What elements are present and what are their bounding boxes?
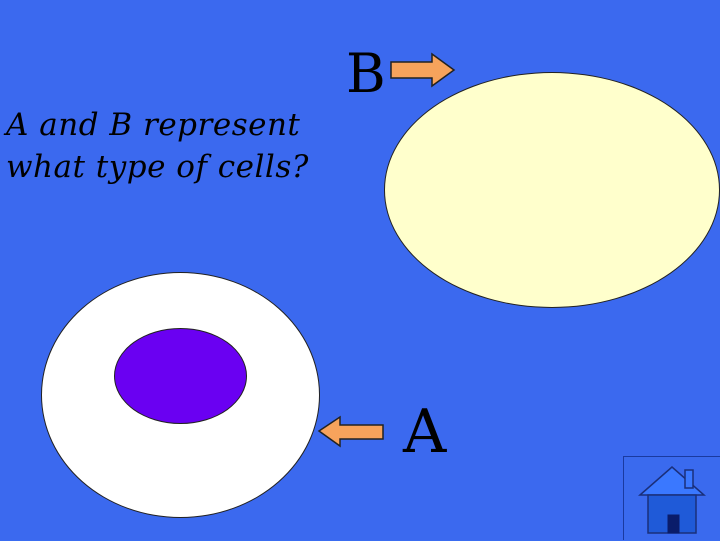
question-line-1: A and B represent: [6, 104, 346, 146]
label-a: A: [403, 400, 446, 464]
home-icon: [624, 457, 720, 541]
arrow-left-icon: [318, 414, 386, 450]
home-button[interactable]: [623, 456, 720, 540]
label-b: B: [346, 44, 386, 104]
arrow-right-icon: [390, 52, 456, 88]
cell-a-nucleus: [114, 328, 247, 424]
question-line-2: what type of cells?: [6, 146, 346, 188]
cell-b: [384, 72, 720, 308]
question-text: A and B represent what type of cells?: [6, 104, 346, 188]
